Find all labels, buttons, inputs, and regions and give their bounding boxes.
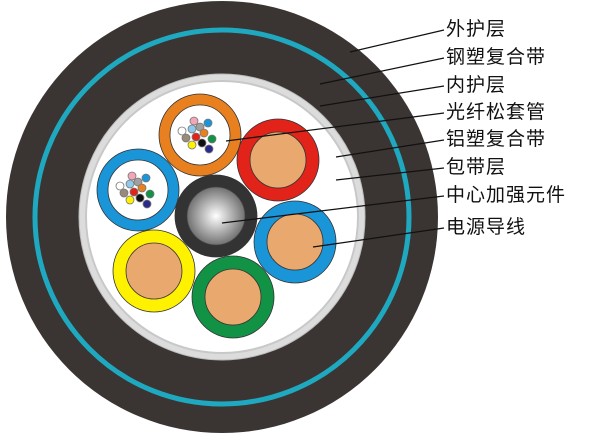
- leader-line: [335, 139, 445, 158]
- optical-fiber: [145, 189, 155, 199]
- optical-fiber: [125, 179, 135, 189]
- optical-fiber: [135, 193, 145, 203]
- component-label: 包带层: [446, 156, 507, 178]
- power-conductor-copper: [204, 268, 262, 326]
- optical-fiber: [115, 181, 125, 191]
- optical-fiber: [191, 132, 201, 142]
- power-conductor-copper: [125, 242, 183, 300]
- leader-line: [319, 85, 445, 107]
- optical-fiber: [207, 134, 217, 144]
- central-strength-member: [186, 186, 246, 246]
- optical-fiber: [203, 118, 213, 128]
- optical-fiber: [204, 144, 214, 154]
- optical-fiber: [133, 177, 143, 187]
- component-label: 光纤松套管: [446, 101, 547, 123]
- optical-fiber: [181, 133, 191, 143]
- component-label: 外护层: [446, 18, 507, 40]
- optical-fiber: [177, 126, 187, 136]
- leader-line: [221, 195, 445, 224]
- optical-fiber: [127, 171, 137, 181]
- optical-fiber: [125, 195, 135, 205]
- leader-line: [312, 227, 445, 248]
- optical-fiber: [187, 140, 197, 150]
- leader-line: [335, 167, 445, 181]
- optical-fiber: [195, 122, 205, 132]
- component-label: 内护层: [446, 74, 507, 96]
- power-conductor-copper: [249, 131, 307, 189]
- optical-fiber: [142, 199, 152, 209]
- power-conductor-copper: [266, 213, 324, 271]
- optical-fiber: [197, 138, 207, 148]
- leader-line: [349, 29, 445, 53]
- leader-line: [225, 112, 445, 142]
- optical-fiber: [187, 124, 197, 134]
- optical-fiber: [141, 173, 151, 183]
- loose-tube-interior: [107, 159, 169, 221]
- component-label: 中心加强元件: [446, 184, 567, 206]
- optical-fiber: [199, 128, 209, 138]
- optical-fiber: [129, 187, 139, 197]
- component-label: 钢塑复合带: [446, 46, 547, 68]
- leader-line: [319, 57, 445, 85]
- optical-fiber: [189, 116, 199, 126]
- optical-fiber: [137, 183, 147, 193]
- steel-plastic-tape: [32, 27, 412, 407]
- component-label: 电源导线: [446, 216, 527, 238]
- loose-tube-interior: [169, 104, 231, 166]
- component-label: 铝塑复合带: [446, 128, 547, 150]
- optical-fiber: [119, 188, 129, 198]
